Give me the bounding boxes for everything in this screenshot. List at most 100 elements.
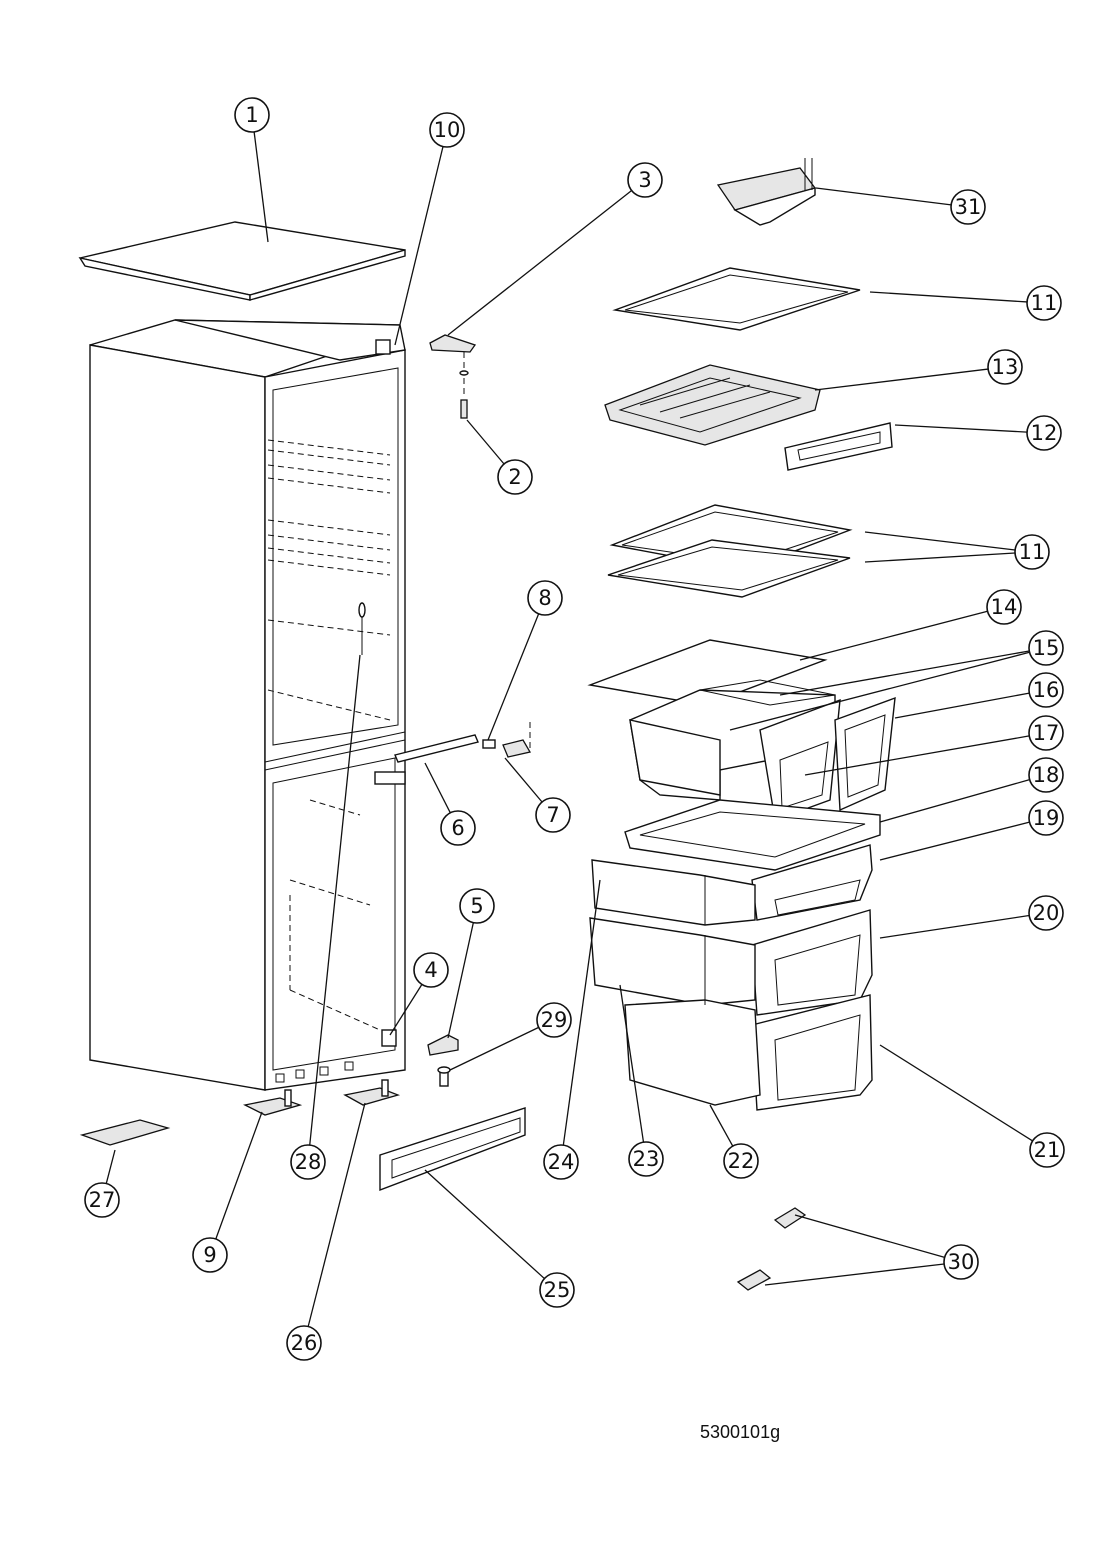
callout-circle-26 xyxy=(286,1325,322,1361)
lower-hinge-parts xyxy=(427,1034,459,1087)
callout-number-5: 5 xyxy=(470,894,483,918)
callout-number-13: 13 xyxy=(992,355,1019,379)
leader-line-22 xyxy=(709,1104,734,1147)
callout-number-6: 6 xyxy=(451,816,464,840)
callout-circle-17 xyxy=(1028,715,1064,751)
callout-number-8: 8 xyxy=(538,586,551,610)
callout-number-11: 11 xyxy=(1019,540,1046,564)
divider-tray xyxy=(624,799,881,871)
callout-number-28: 28 xyxy=(295,1150,322,1174)
callout-circle-3 xyxy=(627,162,663,198)
leader-line-31 xyxy=(815,187,952,206)
callout-circle-18 xyxy=(1028,757,1064,793)
callout-number-20: 20 xyxy=(1033,901,1060,925)
callout-circle-9 xyxy=(192,1237,228,1273)
callout-number-30: 30 xyxy=(948,1250,975,1274)
leader-line-12 xyxy=(894,424,1028,433)
leader-line-11 xyxy=(864,531,1016,551)
leader-line-21 xyxy=(879,1044,1033,1142)
callout-number-12: 12 xyxy=(1031,421,1058,445)
refrigerator-cabinet xyxy=(89,319,406,1091)
freezer-drawers xyxy=(589,859,761,1106)
callout-number-9: 9 xyxy=(203,1243,216,1267)
callout-circle-27 xyxy=(84,1182,120,1218)
callout-circle-5 xyxy=(459,888,495,924)
crisper-drawers xyxy=(629,679,836,801)
kick-plate xyxy=(379,1107,526,1192)
leader-line-18 xyxy=(879,779,1030,823)
callout-circle-7 xyxy=(535,797,571,833)
bottom-hinges xyxy=(243,1079,401,1116)
leader-line-30 xyxy=(794,1214,945,1258)
drawing-code: 5300101g xyxy=(700,1422,781,1442)
middle-hinge-parts xyxy=(394,722,532,763)
callout-circle-20 xyxy=(1028,895,1064,931)
callout-circle-6 xyxy=(440,810,476,846)
callout-circle-25 xyxy=(539,1272,575,1308)
callout-number-17: 17 xyxy=(1033,721,1060,745)
callout-number-11: 11 xyxy=(1031,291,1058,315)
glass-shelves-pair xyxy=(607,504,853,598)
callout-number-19: 19 xyxy=(1033,806,1060,830)
leader-line-3 xyxy=(447,190,633,336)
leader-line-28 xyxy=(309,654,361,1146)
callout-circle-29 xyxy=(536,1002,572,1038)
leader-line-13 xyxy=(814,368,989,391)
callout-circle-15 xyxy=(1028,630,1064,666)
callout-number-24: 24 xyxy=(548,1150,575,1174)
leader-line-17 xyxy=(804,735,1030,776)
leader-line-2 xyxy=(466,419,505,465)
leader-line-25 xyxy=(424,1169,545,1280)
callout-circle-23 xyxy=(628,1141,664,1177)
callout-circle-11 xyxy=(1026,285,1062,321)
callout-circle-2 xyxy=(497,459,533,495)
leader-line-27 xyxy=(105,1149,116,1184)
leader-line-19 xyxy=(879,821,1030,861)
leader-line-29 xyxy=(449,1026,539,1071)
freezer-drawer-fronts xyxy=(751,844,873,1111)
callout-circle-19 xyxy=(1028,800,1064,836)
callout-number-16: 16 xyxy=(1033,678,1060,702)
callout-circle-16 xyxy=(1028,672,1064,708)
leader-line-26 xyxy=(307,1102,366,1327)
leader-line-6 xyxy=(424,762,451,814)
callout-circle-8 xyxy=(527,580,563,616)
callout-number-29: 29 xyxy=(541,1008,568,1032)
callout-number-7: 7 xyxy=(546,803,559,827)
leader-line-4 xyxy=(389,984,423,1036)
leader-line-11 xyxy=(869,291,1028,303)
callout-number-27: 27 xyxy=(89,1188,116,1212)
leader-line-9 xyxy=(215,1111,263,1240)
callout-circle-11 xyxy=(1014,534,1050,570)
leader-line-11 xyxy=(864,552,1016,563)
egg-tray xyxy=(79,1119,171,1146)
callout-circle-13 xyxy=(987,349,1023,385)
callout-number-3: 3 xyxy=(638,168,651,192)
leader-line-10 xyxy=(394,146,444,346)
leader-line-8 xyxy=(487,613,540,741)
top-cover-plate xyxy=(78,221,406,301)
freezer-flap xyxy=(784,422,893,471)
leader-line-20 xyxy=(879,914,1030,939)
leader-line-7 xyxy=(504,757,543,803)
leader-line-1 xyxy=(253,131,269,243)
upper-hinge-assembly xyxy=(429,334,477,419)
callout-number-18: 18 xyxy=(1033,763,1060,787)
callout-number-23: 23 xyxy=(633,1147,660,1171)
leader-line-24 xyxy=(562,879,601,1146)
callout-number-25: 25 xyxy=(544,1278,571,1302)
callout-number-21: 21 xyxy=(1034,1138,1061,1162)
callout-number-4: 4 xyxy=(424,958,437,982)
callout-number-22: 22 xyxy=(728,1149,755,1173)
callout-circle-22 xyxy=(723,1143,759,1179)
callout-circle-30 xyxy=(943,1244,979,1280)
callout-number-10: 10 xyxy=(434,118,461,142)
callout-circle-21 xyxy=(1029,1132,1065,1168)
callout-number-15: 15 xyxy=(1033,636,1060,660)
callout-number-26: 26 xyxy=(291,1331,318,1355)
leader-line-15 xyxy=(729,651,1030,731)
callout-number-31: 31 xyxy=(955,195,982,219)
leader-line-23 xyxy=(619,984,645,1143)
